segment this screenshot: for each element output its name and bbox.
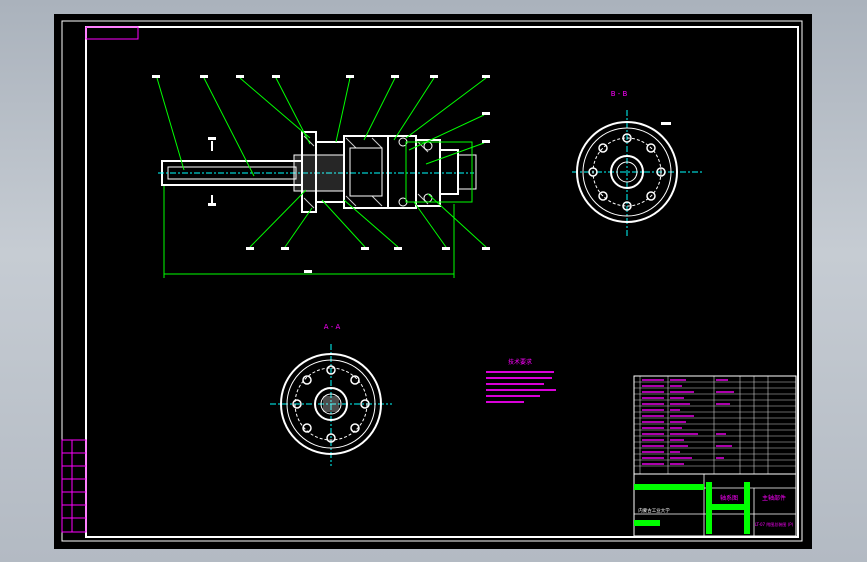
drawing-number: LT-07 附图总装图 (P): [755, 521, 794, 527]
technical-notes: 技术要求: [486, 358, 556, 403]
highlight-marks: [634, 482, 750, 534]
notes-heading: 技术要求: [508, 358, 532, 366]
revision-strip: [61, 439, 87, 533]
section-b-b-view: B - B: [572, 90, 702, 238]
part-name: 轴系图: [720, 494, 738, 502]
inner-frame: [85, 26, 799, 538]
part-callouts: [156, 77, 487, 248]
cad-viewport[interactable]: B - B A - A: [54, 14, 812, 549]
section-a-a-view: A - A: [270, 323, 392, 466]
callout-tags: [152, 75, 490, 250]
parts-list: [633, 375, 797, 475]
school-name: 内蒙古工业大学: [638, 507, 670, 514]
section-a-a-label: A - A: [324, 323, 341, 331]
code-box: [85, 26, 139, 40]
outer-frame: [61, 20, 803, 542]
drawing-title: 主轴部件: [762, 494, 786, 502]
title-block: 轴系图 主轴部件 内蒙古工业大学 LT-07 附图总装图 (P): [633, 473, 797, 537]
main-section-view: [158, 131, 477, 278]
spindle-assembly-drawing: B - B A - A: [61, 20, 803, 542]
section-b-b-label: B - B: [611, 90, 628, 98]
